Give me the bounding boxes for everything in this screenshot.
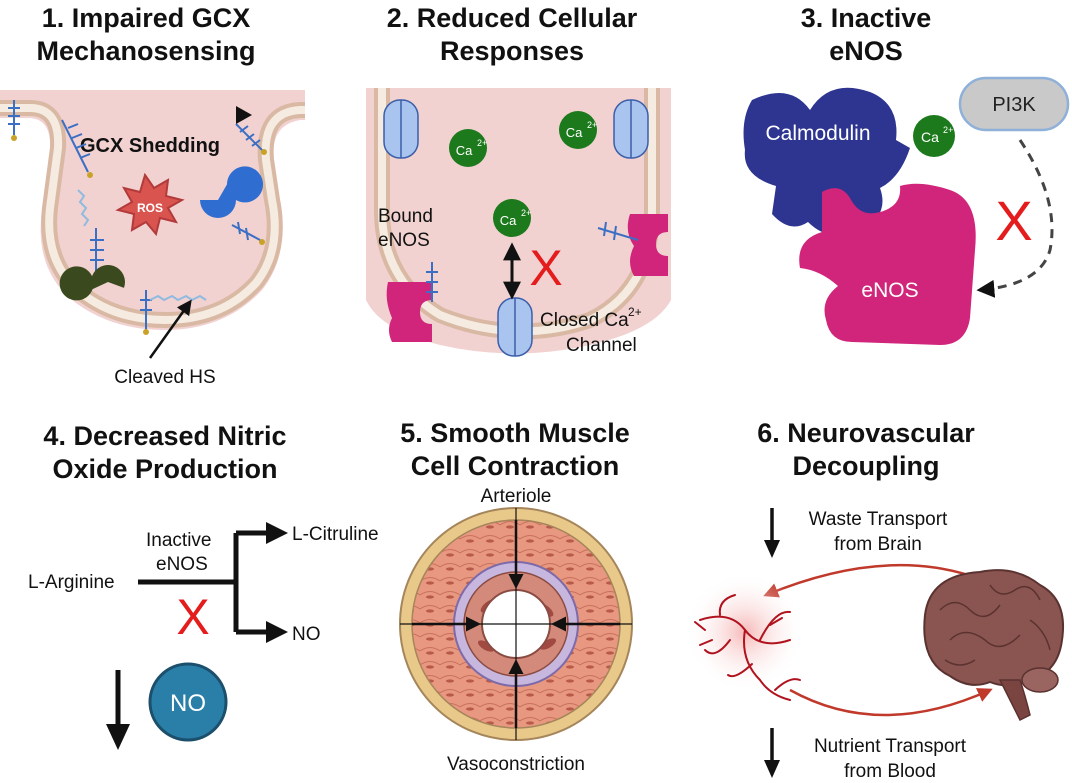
ca-ion-charge: 2+ <box>943 125 953 135</box>
closed-channel-label-sup: 2+ <box>628 305 642 319</box>
panel-2-title-line2: Responses <box>440 36 584 66</box>
arrow-head-citruline <box>266 522 288 544</box>
calcium-channel-icon <box>383 99 649 357</box>
ros-burst-icon <box>115 172 185 237</box>
enos-enzyme-icon <box>799 183 976 345</box>
panel-4-title-line1: 4. Decreased Nitric <box>43 421 286 451</box>
arteriole-label: Arteriole <box>481 486 552 507</box>
inactive-enos-label-line1: Inactive <box>146 530 211 551</box>
ca-ion-charge: 2+ <box>477 138 487 148</box>
vasoconstriction-label: Vasoconstriction <box>447 754 585 775</box>
decrease-arrow-head <box>764 760 780 778</box>
panel-1: 1. Impaired GCX Mechanosensing GCX Shedd… <box>0 3 305 388</box>
cleaved-hs-arrow <box>148 299 192 359</box>
panel-2-title-line1: 2. Reduced Cellular <box>387 3 638 33</box>
cleaved-hs-label: Cleaved HS <box>114 367 215 388</box>
ca-ion-charge: 2+ <box>587 120 597 130</box>
nutrient-transport-line2: from Blood <box>844 761 936 782</box>
enzyme-pacman-blue-icon <box>200 166 263 218</box>
l-arginine-label: L-Arginine <box>28 572 115 593</box>
pi3k-icon <box>958 76 1070 132</box>
decrease-arrow-head <box>764 540 780 558</box>
panel-1-title-line1: 1. Impaired GCX <box>42 3 251 33</box>
brain-icon <box>923 569 1064 722</box>
panel-6-title-line1: 6. Neurovascular <box>757 418 975 448</box>
glycocalyx-strand-icon <box>426 221 639 302</box>
ros-label: ROS <box>137 201 163 215</box>
no-badge-label: NO <box>170 690 206 717</box>
block-x-mark: X <box>529 240 562 296</box>
block-x-mark: X <box>176 589 209 645</box>
waste-transport-line1: Waste Transport <box>809 509 948 530</box>
panel-5: 5. Smooth Muscle Cell Contraction Arteri… <box>399 418 633 775</box>
ca-ion-label: Ca <box>500 213 517 228</box>
closed-channel-label-line1: Closed Ca <box>540 310 629 331</box>
reaction-pathway <box>138 530 268 635</box>
waste-flow-arrow <box>763 563 969 598</box>
panel-3-title-line2: eNOS <box>829 36 903 66</box>
panel-4-title-line2: Oxide Production <box>52 454 277 484</box>
l-citruline-label: L-Citruline <box>292 524 379 545</box>
enos-enzyme-icon <box>386 282 432 342</box>
waste-transport-line2: from Brain <box>834 534 922 555</box>
panel-6-title-line2: Decoupling <box>793 451 940 481</box>
panel-6: 6. Neurovascular Decoupling Waste Transp… <box>685 418 1064 782</box>
block-x-mark: X <box>995 189 1032 252</box>
no-product-label: NO <box>292 624 321 645</box>
gcx-shedding-label: GCX Shedding <box>80 135 220 157</box>
arrow-head-no <box>266 621 288 643</box>
calmodulin-icon <box>743 87 910 236</box>
panel-5-title-line1: 5. Smooth Muscle <box>400 418 630 448</box>
ca-ion-label: Ca <box>456 143 473 158</box>
ca-ion-charge: 2+ <box>521 208 531 218</box>
enos-label: eNOS <box>861 279 918 302</box>
ca-ion-label: Ca <box>566 125 583 140</box>
capillary-network-icon <box>685 572 805 701</box>
panel-3-title-line1: 3. Inactive <box>801 3 932 33</box>
enzyme-pacman-green-icon <box>59 265 125 301</box>
bound-enos-label-line2: eNOS <box>378 230 430 251</box>
closed-channel-label-line2: Channel <box>566 335 637 356</box>
calcium-ion-icon <box>913 115 955 157</box>
calmodulin-label: Calmodulin <box>765 122 870 145</box>
panel-5-title-line2: Cell Contraction <box>411 451 620 481</box>
decrease-arrow-head <box>106 724 130 750</box>
nutrient-flow-arrow <box>789 688 993 717</box>
panel-3: 3. Inactive eNOS Calmodulin Ca 2+ PI3K X… <box>743 3 1070 345</box>
activation-arrow <box>976 139 1054 298</box>
arteriole-cross-section-icon <box>399 507 633 741</box>
no-molecule-icon <box>148 662 228 742</box>
bound-enos-label-line1: Bound <box>378 206 433 227</box>
shedding-arrow-head <box>236 106 252 124</box>
glycocalyx-strand-icon <box>8 100 263 330</box>
enos-enzyme-icon <box>627 214 668 276</box>
panel-2: 2. Reduced Cellular Responses Ca 2+ Ca 2… <box>366 3 671 358</box>
panel-1-title-line2: Mechanosensing <box>36 36 255 66</box>
calcium-ion-icon <box>449 111 597 237</box>
pi3k-label: PI3K <box>992 94 1036 116</box>
ca-ion-label: Ca <box>921 129 939 145</box>
panel-4: 4. Decreased Nitric Oxide Production L-A… <box>28 421 379 750</box>
nutrient-transport-line1: Nutrient Transport <box>814 736 967 757</box>
inactive-enos-label-line2: eNOS <box>156 554 208 575</box>
